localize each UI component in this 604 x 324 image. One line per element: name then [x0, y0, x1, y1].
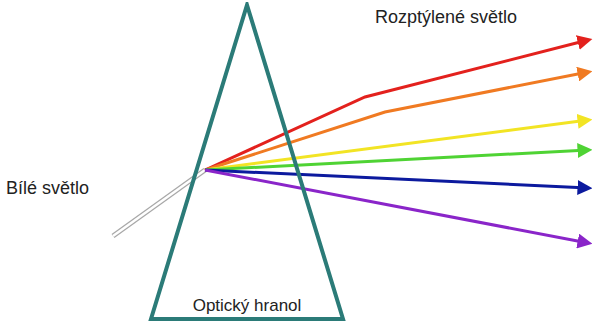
prism-outline	[148, 2, 346, 322]
blue-ray	[205, 170, 588, 188]
prism-label: Optický hranol	[148, 296, 346, 316]
white-light-label: Bílé světlo	[6, 178, 89, 199]
purple-ray	[205, 170, 588, 243]
orange-ray	[205, 72, 588, 170]
white-light-ray	[113, 170, 205, 236]
prism: Optický hranol	[148, 2, 346, 322]
dispersed-light-label: Rozptýlené světlo	[375, 7, 517, 28]
green-ray	[205, 150, 588, 170]
yellow-ray	[205, 120, 588, 170]
